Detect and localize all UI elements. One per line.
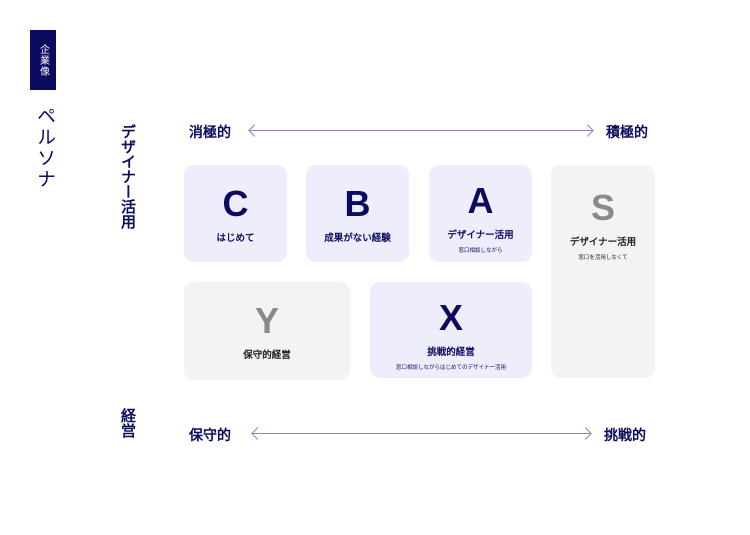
card-letter: Y [254,300,279,341]
bottom-double-arrow [253,433,590,434]
card-letter: S [590,187,615,228]
card-letter: C [222,182,249,224]
card-letter: B [344,182,371,224]
vertical-axis-label-management: 経営 [119,408,137,438]
card-name: 保守的経営 [243,350,291,361]
card-subtext: 窓口を活用しなくて [578,255,628,261]
card-letter: A [467,180,494,221]
vertical-axis-label-designer: デザイナー活用 [119,124,137,229]
label-challenging: 挑戦的 [604,428,646,444]
card-subtext: 窓口相談しながらはじめてのデザイナー活用 [396,364,506,371]
card-letter: X [438,296,463,338]
card-name: 挑戦的経営 [427,346,475,358]
label-conservative: 保守的 [189,428,231,444]
card-subtext: 窓口相談しながら [458,248,503,254]
card-name: 成果がない経験 [324,232,391,244]
card-name: デザイナー活用 [569,237,637,248]
persona-card-y: Y 保守的経営 [184,282,350,380]
label-active: 積極的 [606,125,648,141]
persona-card-x: X 挑戦的経営 窓口相談しながらはじめてのデザイナー活用 [370,282,532,378]
category-badge: 企業像 [30,30,56,90]
top-double-arrow [250,130,592,131]
label-passive: 消極的 [189,125,231,141]
card-name: はじめて [216,232,255,244]
persona-card-b: B 成果がない経験 [306,165,409,262]
persona-card-a: A デザイナー活用 窓口相談しながら [429,165,532,262]
card-name: デザイナー活用 [447,230,514,241]
persona-card-s: S デザイナー活用 窓口を活用しなくて [551,165,655,378]
page-title: ペルソナ [34,106,56,190]
persona-card-c: C はじめて [184,165,287,262]
